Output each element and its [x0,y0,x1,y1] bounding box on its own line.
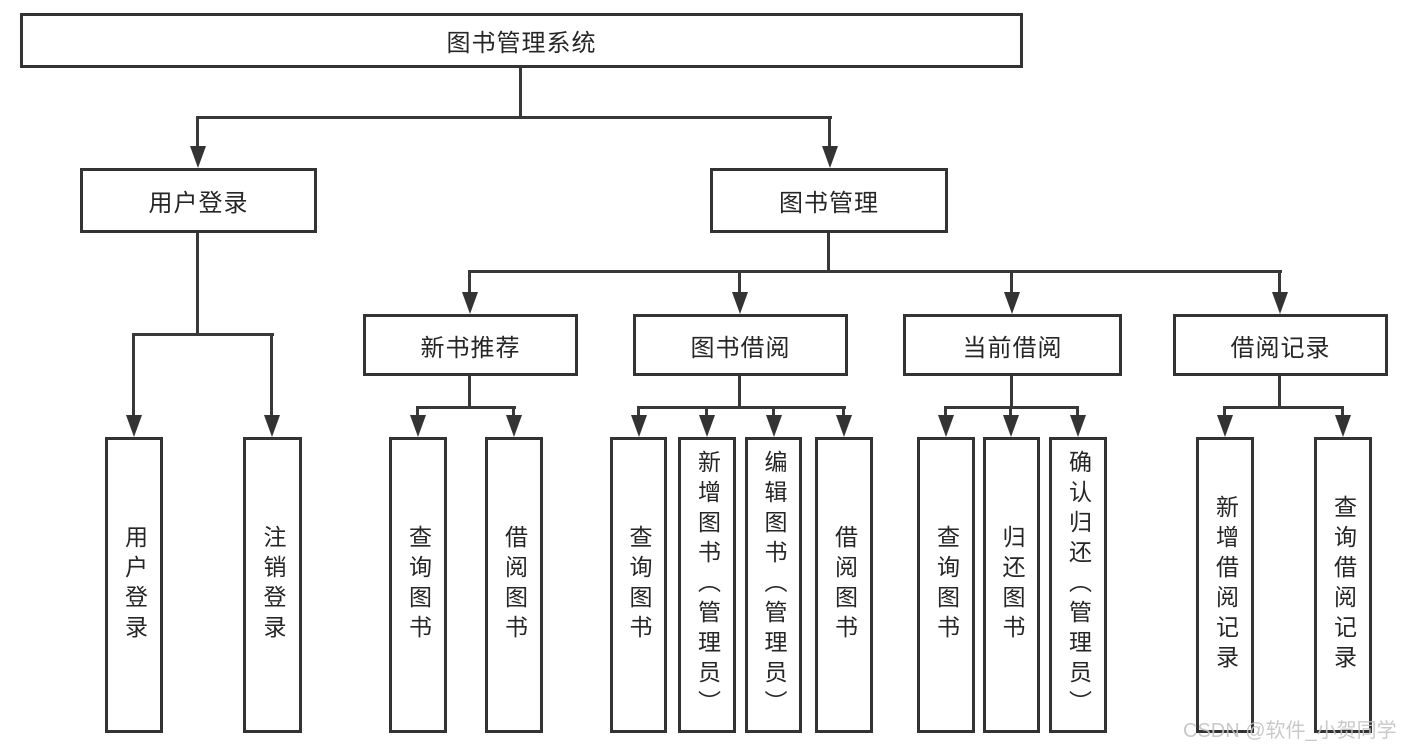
leaf-logout-login: 注销登录 [243,437,302,733]
arrow-down-icon [1272,292,1288,314]
leaf-return-books: 归还图书 [983,437,1040,733]
connector-line [827,233,830,273]
arrow-down-icon [264,415,280,437]
connector-line [132,333,135,419]
connector-line [828,116,831,150]
connector-line [1341,406,1344,420]
leaf-query-books-2: 查询图书 [610,437,667,733]
connector-line [468,376,471,409]
node-root-label: 图书管理系统 [446,30,597,57]
connector-line [637,406,846,409]
connector-line [772,406,775,420]
watermark: CSDN @软件_小贺同学 [1183,720,1397,742]
leaf-borrow-books-1-label: 借阅图书 [501,525,528,645]
node-current-borrow: 当前借阅 [903,314,1122,376]
connector-line [1076,406,1079,420]
node-book-management: 图书管理 [710,168,948,233]
arrow-down-icon [732,292,748,314]
connector-line [842,406,845,420]
connector-line [416,406,419,420]
leaf-query-books-1: 查询图书 [389,437,447,733]
arrow-down-icon [836,415,852,437]
arrow-down-icon [190,146,206,168]
arrow-down-icon [766,415,782,437]
node-book-borrow: 图书借阅 [633,314,848,376]
connector-line [196,233,199,336]
leaf-edit-books-admin-label: 编辑图书（管理员） [761,450,787,720]
leaf-query-books-3: 查询图书 [917,437,975,733]
leaf-user-login: 用户登录 [105,437,163,733]
node-borrow-records: 借阅记录 [1173,314,1388,376]
arrow-down-icon [1004,292,1020,314]
connector-line [738,270,741,296]
node-root: 图书管理系统 [20,13,1023,68]
connector-line [512,406,515,420]
arrow-down-icon [938,415,954,437]
leaf-add-books-admin-label: 新增图书（管理员） [694,450,721,720]
node-current-borrow-label: 当前借阅 [962,334,1063,362]
arrow-down-icon [1070,415,1086,437]
connector-line [519,66,522,118]
node-new-book-recommend-label: 新书推荐 [420,334,521,362]
leaf-confirm-return-admin: 确认归还（管理员） [1049,437,1107,733]
leaf-user-login-label: 用户登录 [121,525,148,645]
connector-line [637,406,640,420]
node-book-borrow-label: 图书借阅 [690,334,791,362]
connector-line [1223,406,1344,409]
arrow-down-icon [1217,415,1233,437]
connector-line [1278,270,1281,296]
leaf-confirm-return-admin-label: 确认归还（管理员） [1065,450,1092,720]
connector-line [1010,376,1013,409]
connector-line [416,406,516,409]
arrow-down-icon [126,415,142,437]
connector-line [1009,406,1012,420]
leaf-add-borrow-record: 新增借阅记录 [1196,437,1254,733]
leaf-logout-login-label: 注销登录 [260,525,286,645]
arrow-down-icon [1003,415,1019,437]
leaf-query-books-1-label: 查询图书 [405,525,432,645]
connector-line [1278,376,1281,409]
connector-line [270,333,273,419]
arrow-down-icon [506,415,522,437]
leaf-query-books-2-label: 查询图书 [626,525,652,645]
arrow-down-icon [699,415,715,437]
arrow-down-icon [462,292,478,314]
connector-line [196,116,199,150]
connector-line [738,376,741,409]
node-user-login-label: 用户登录 [148,190,249,217]
connector-line [196,116,832,119]
connector-line [132,333,274,336]
node-borrow-records-label: 借阅记录 [1230,334,1331,362]
arrow-down-icon [410,415,426,437]
leaf-query-books-3-label: 查询图书 [933,525,960,645]
arrow-down-icon [631,415,647,437]
node-user-login: 用户登录 [80,168,317,233]
node-new-book-recommend: 新书推荐 [363,314,578,376]
node-book-management-label: 图书管理 [779,190,879,217]
connector-line [1223,406,1226,420]
leaf-borrow-books-2: 借阅图书 [815,437,873,733]
arrow-down-icon [1335,415,1351,437]
connector-line [705,406,708,420]
leaf-borrow-books-1: 借阅图书 [485,437,543,733]
connector-line [468,270,1282,273]
leaf-query-borrow-record: 查询借阅记录 [1314,437,1372,733]
arrow-down-icon [822,146,838,168]
leaf-edit-books-admin: 编辑图书（管理员） [745,437,802,733]
connector-line [944,406,947,420]
leaf-add-borrow-record-label: 新增借阅记录 [1212,495,1239,675]
connector-line [468,270,471,296]
leaf-query-borrow-record-label: 查询借阅记录 [1330,495,1357,675]
leaf-borrow-books-2-label: 借阅图书 [831,525,858,645]
leaf-add-books-admin: 新增图书（管理员） [678,437,736,733]
connector-line [1010,270,1013,296]
leaf-return-books-label: 归还图书 [999,525,1025,645]
